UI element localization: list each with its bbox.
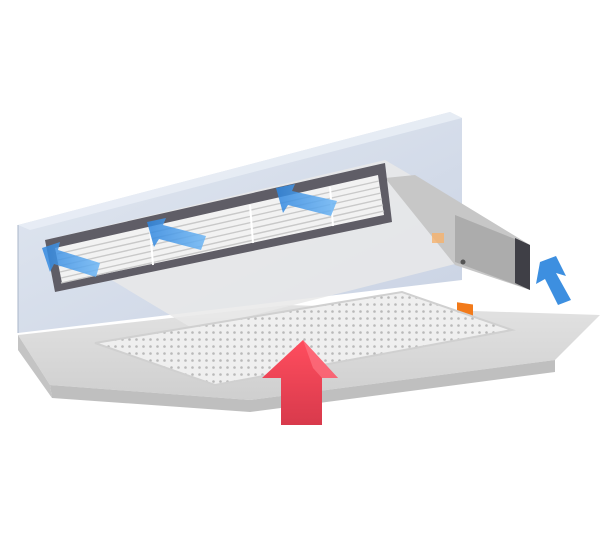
terminal-block <box>432 233 444 243</box>
duct-unit-body <box>45 160 530 330</box>
return-grille <box>94 290 516 387</box>
supply-air-arrow-center <box>147 218 206 250</box>
ceiling-panel-side-edge <box>50 360 555 412</box>
grille-border <box>94 290 516 387</box>
grille-face <box>95 292 512 385</box>
plenum-top-edge <box>18 112 462 230</box>
supply-air-arrow-left <box>42 242 100 277</box>
supply-air-arrow-right <box>276 184 337 216</box>
unit-end-cap <box>515 238 530 290</box>
intake-air-arrow-bottom <box>262 340 338 425</box>
return-air-arrow-side <box>536 256 571 305</box>
unit-side-panel <box>455 215 530 290</box>
ceiling-panel-front-edge <box>18 335 52 398</box>
unit-bolt <box>460 259 466 265</box>
